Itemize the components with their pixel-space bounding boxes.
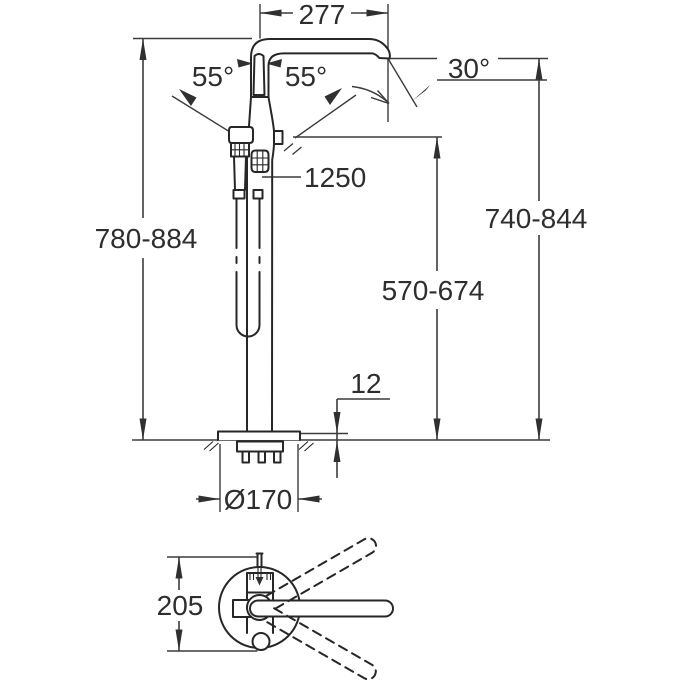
dim-spout-width: 277 <box>259 0 389 122</box>
shower-dock-circle <box>251 632 271 651</box>
hose-connector-left <box>232 189 246 200</box>
side-port <box>273 130 284 145</box>
hand-shower-grip <box>233 155 247 191</box>
arrowhead-bottom <box>333 441 341 462</box>
hand-shower-head <box>228 126 254 144</box>
arrowhead-top <box>139 38 147 60</box>
lever-handle <box>252 53 266 96</box>
lever-swing-lower <box>265 607 377 680</box>
faucet-front-view <box>203 38 391 464</box>
arrowhead-top <box>175 557 183 579</box>
arc-arrowhead <box>237 59 253 68</box>
mounting-flange <box>236 440 284 464</box>
angle-line <box>171 95 231 133</box>
arrowhead-bottom <box>433 418 441 440</box>
swivel-arc-arrowhead <box>370 90 390 105</box>
shower-hose <box>235 197 261 338</box>
dim-outlet-height: 570-674 <box>293 136 485 440</box>
column-body <box>246 96 275 433</box>
dim-label-spout-tip-height: 740-844 <box>485 203 588 234</box>
dim-label-base-plate-height: 12 <box>350 368 381 399</box>
angle-line <box>387 58 418 108</box>
dim-hose-length: 1250 <box>262 162 366 193</box>
arrowhead-top <box>535 58 543 80</box>
dim-label-top-view-depth: 205 <box>157 590 204 621</box>
arrowhead <box>324 88 342 105</box>
dim-label-spout-angle: 30° <box>448 53 490 84</box>
arrowhead-left <box>198 495 220 503</box>
dim-label-base-diameter: Ø170 <box>224 484 293 515</box>
dimension-line <box>336 398 390 478</box>
spout-base-detail <box>249 567 272 580</box>
dim-label-handle-angle-left: 55° <box>192 61 234 92</box>
dim-label-outlet-height: 570-674 <box>382 275 485 306</box>
base-plate <box>217 430 301 441</box>
arrowhead-right <box>298 495 320 503</box>
arrowhead-bottom <box>535 418 543 440</box>
angle-line <box>283 94 357 156</box>
mixer-ring-knurling <box>252 151 268 172</box>
collar-knurling <box>231 143 249 156</box>
arrowhead-right <box>366 9 388 17</box>
arrowhead <box>179 89 197 106</box>
dim-handle-angle-right: 55° <box>266 59 357 156</box>
arrowhead-top <box>433 137 441 159</box>
lever-swing-upper <box>265 537 378 611</box>
spout-direction-marker <box>255 577 264 586</box>
spout-stub <box>255 552 264 568</box>
dim-label-spout-width: 277 <box>299 0 346 30</box>
arc-arrowhead <box>266 59 282 68</box>
arrowhead-left <box>260 9 282 17</box>
hose-connector-right <box>252 189 264 200</box>
dim-base-diameter: Ø170 <box>196 444 322 515</box>
dim-handle-angle-left: 55° <box>171 59 253 133</box>
dim-spout-tip-height: 740-844 <box>485 58 588 440</box>
arrowhead-bottom <box>175 629 183 651</box>
extension-lines <box>167 556 258 652</box>
dim-label-total-height: 780-884 <box>95 223 198 254</box>
dim-base-plate-height: 12 <box>288 368 390 478</box>
lever-top-view <box>249 599 394 618</box>
extension-lines <box>219 444 299 512</box>
dim-spout-angle: 30° <box>351 53 548 108</box>
dim-total-height: 780-884 <box>95 37 252 440</box>
dim-label-handle-angle-right: 55° <box>285 61 327 92</box>
dim-label-hose-length: 1250 <box>304 162 366 193</box>
arrowhead <box>412 84 431 101</box>
faucet-top-view <box>218 537 394 680</box>
arrowhead-top <box>333 412 341 433</box>
arrowhead-bottom <box>139 418 147 440</box>
dim-top-view-depth: 205 <box>157 556 258 652</box>
floor-hatch-marks <box>203 441 314 452</box>
mixer-ring <box>250 149 270 173</box>
